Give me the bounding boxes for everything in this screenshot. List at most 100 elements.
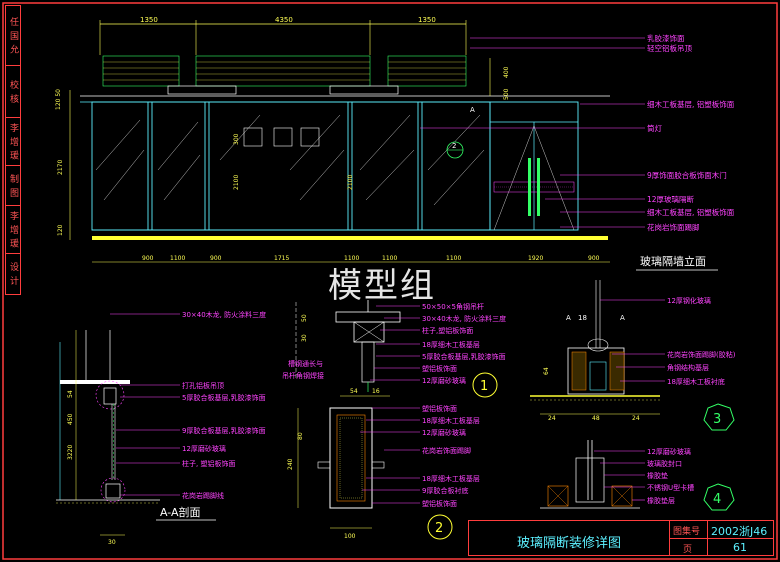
d1-side-label-1: 槽钢通长与: [288, 359, 323, 368]
d2-label-3: 12厚磨砂玻璃: [422, 428, 466, 437]
elev-label-6: 12厚玻璃隔断: [647, 194, 695, 204]
svg-text:2100: 2100: [233, 175, 240, 190]
d3-dim-4: 64: [543, 367, 550, 375]
section-mark-a: A: [470, 106, 475, 114]
aa-label-4: 9厚胶合板基层,乳胶漆饰面: [182, 426, 266, 435]
elev-label-7: 细木工板基层, 铝塑板饰面: [647, 207, 735, 217]
d2-dim-1: 240: [287, 458, 294, 470]
dim-right-2: 500: [503, 88, 510, 100]
aa-dim-4: 30: [108, 539, 116, 546]
dim-bottom-4: 1715: [274, 255, 289, 262]
d3-label-2: 花岗岩饰面踢脚(胶粘): [667, 350, 736, 359]
d3-dim-3: 24: [632, 415, 640, 422]
d4-label-5: 橡胶垫层: [647, 496, 675, 505]
dim-bottom-6: 1100: [382, 255, 397, 262]
d1-dim-1: 50: [301, 314, 308, 322]
d4-label-2: 玻璃胶封口: [647, 459, 682, 468]
d1-dim-4: 16: [372, 388, 380, 395]
aa-label-6: 柱子, 塑铝板饰面: [182, 459, 235, 468]
d4-label-3: 橡胶垫: [647, 471, 668, 480]
dim-left-1: 120 50: [55, 89, 62, 110]
d4-label-4: 不锈钢U型卡槽: [647, 483, 694, 492]
aa-label-5: 12厚磨砂玻璃: [182, 444, 226, 453]
sidebar-cell-checker: 任 国 允: [6, 6, 20, 66]
d3-dim-1: 24: [548, 415, 556, 422]
elev-label-2: 轻空铝板吊顶: [647, 43, 692, 53]
sidebar-cell-check: 校 核: [6, 66, 20, 118]
dim-bottom-2: 1100: [170, 255, 185, 262]
detail-4: 12厚磨砂玻璃 玻璃胶封口 橡胶垫 不锈钢U型卡槽 橡胶垫层 4: [540, 440, 735, 511]
d1-side-label-2: 吊杆角钢焊接: [282, 371, 324, 380]
floor-line: [92, 236, 608, 240]
page-value: 61: [733, 541, 747, 554]
d1-dim-3: 54: [350, 388, 358, 395]
elevation-title: 玻璃隔墙立面: [640, 254, 706, 268]
elev-label-3: 细木工板基层, 铝塑板饰面: [647, 99, 735, 109]
title-block: 玻璃隔断装修详图 图集号 2002浙J46 页 61: [468, 520, 774, 556]
d2-label-5: 18厚细木工板基层: [422, 474, 480, 483]
elev-detail-mark: 2: [452, 142, 456, 150]
d1-label-7: 12厚磨砂玻璃: [422, 376, 466, 385]
detail-2: 240 80 100 塑铝板饰面 18厚细木工板基层 12厚磨砂玻璃 花岗岩饰面…: [287, 404, 480, 540]
section-aa-title: A-A剖面: [160, 505, 201, 519]
d1-label-2: 30×40木龙, 防火涂料三度: [422, 314, 506, 323]
wall-art: [243, 127, 320, 147]
d2-label-2: 18厚细木工板基层: [422, 416, 480, 425]
d4-label-1: 12厚磨砂玻璃: [647, 447, 691, 456]
dim-bottom-8: 1920: [528, 255, 543, 262]
dim-bottom-1: 900: [142, 255, 154, 262]
detail-4-bubble: [703, 483, 735, 511]
d3-label-4: 18厚细木工板衬底: [667, 377, 725, 386]
svg-text:A: A: [620, 314, 625, 322]
d1-label-5: 5厚胶合板基层,乳胶漆饰面: [422, 352, 506, 361]
aa-label-2: 打孔铝板吊顶: [182, 381, 224, 390]
dim-top-2: 4350: [275, 16, 293, 24]
detail-1-number: 1: [480, 379, 488, 394]
dim-bottom-9: 900: [588, 255, 600, 262]
d3-label-3: 角钢结构基层: [667, 363, 709, 372]
d2-dim-3: 100: [344, 533, 356, 540]
dim-left-2: 2170: [57, 160, 64, 175]
aa-dim-3: 3220: [67, 445, 74, 460]
sidebar-cell-design: 设 计: [8, 262, 18, 286]
ceiling-hatch: [103, 61, 466, 81]
svg-text:300: 300: [233, 133, 240, 145]
d2-label-6: 9厚胶合板衬底: [422, 486, 468, 495]
d3-dim-2: 48: [592, 415, 600, 422]
aa-ceiling-plate: [60, 380, 130, 384]
glass-door: [489, 101, 579, 231]
detail-3: 24 48 24 64 A 18 A 12厚钢化玻璃 花岗岩饰面踢脚(胶粘) 角…: [530, 280, 736, 431]
detail-3-bubble: [703, 403, 735, 431]
dim-right-1: 400: [503, 66, 510, 78]
ceiling-panels: [102, 55, 467, 87]
sidebar-cell-designer: 李 增 瑗: [6, 206, 20, 254]
d1-label-6: 塑铝板饰面: [422, 364, 457, 373]
detail-1-bubble: [472, 372, 498, 398]
atlas-value: 2002浙J46: [711, 525, 768, 538]
detail-3-number: 3: [713, 412, 721, 427]
elev-label-5: 9厚饰面胶合板饰面木门: [647, 170, 727, 180]
d2-dim-2: 80: [297, 432, 304, 440]
dim-top-3: 1350: [418, 16, 436, 24]
svg-text:A: A: [566, 314, 571, 322]
svg-text:18: 18: [578, 314, 587, 322]
detail-2-number: 2: [435, 521, 443, 536]
d3-label-1: 12厚钢化玻璃: [667, 296, 711, 305]
glass-panels: [91, 101, 491, 231]
dim-bottom-7: 1100: [446, 255, 461, 262]
svg-text:2100: 2100: [347, 175, 354, 190]
dim-left-3: 120: [57, 224, 64, 236]
aa-label-3: 5厚胶合板基层,乳胶漆饰面: [182, 393, 266, 402]
dim-top-1: 1350: [140, 16, 158, 24]
aa-dim-2: 450: [67, 413, 74, 425]
elev-label-1: 乳胶漆饰面: [647, 33, 685, 43]
elev-label-4: 筒灯: [647, 123, 662, 133]
aa-dim-1: 54: [67, 390, 74, 398]
d1-dim-2: 30: [301, 334, 308, 342]
sidebar-cell-drawing: 制 图: [6, 166, 20, 206]
aa-label-7: 花岗岩踢脚线: [182, 491, 224, 500]
glass-wall-elevation: 1350 4350 1350: [55, 16, 735, 271]
dim-bottom-5: 1100: [344, 255, 359, 262]
